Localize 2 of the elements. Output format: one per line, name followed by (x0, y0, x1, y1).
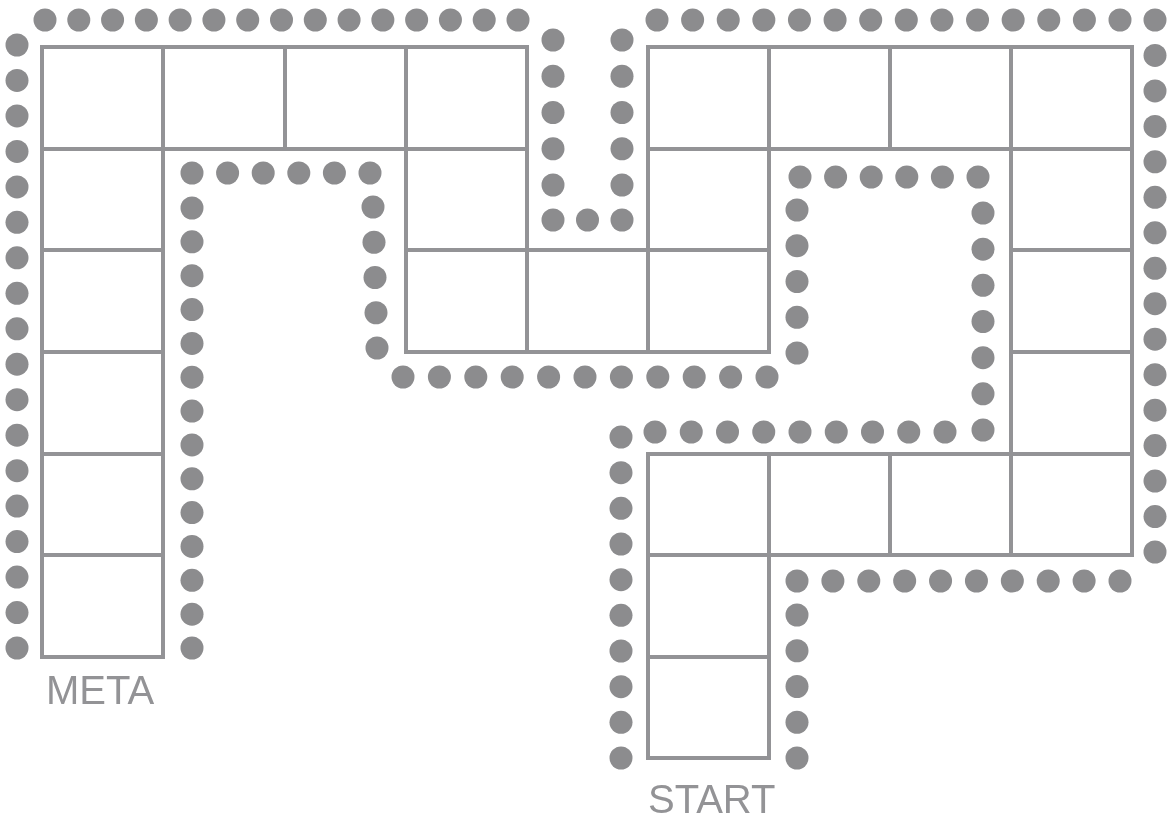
board-label: META (46, 668, 155, 712)
board-label: START (648, 777, 776, 815)
